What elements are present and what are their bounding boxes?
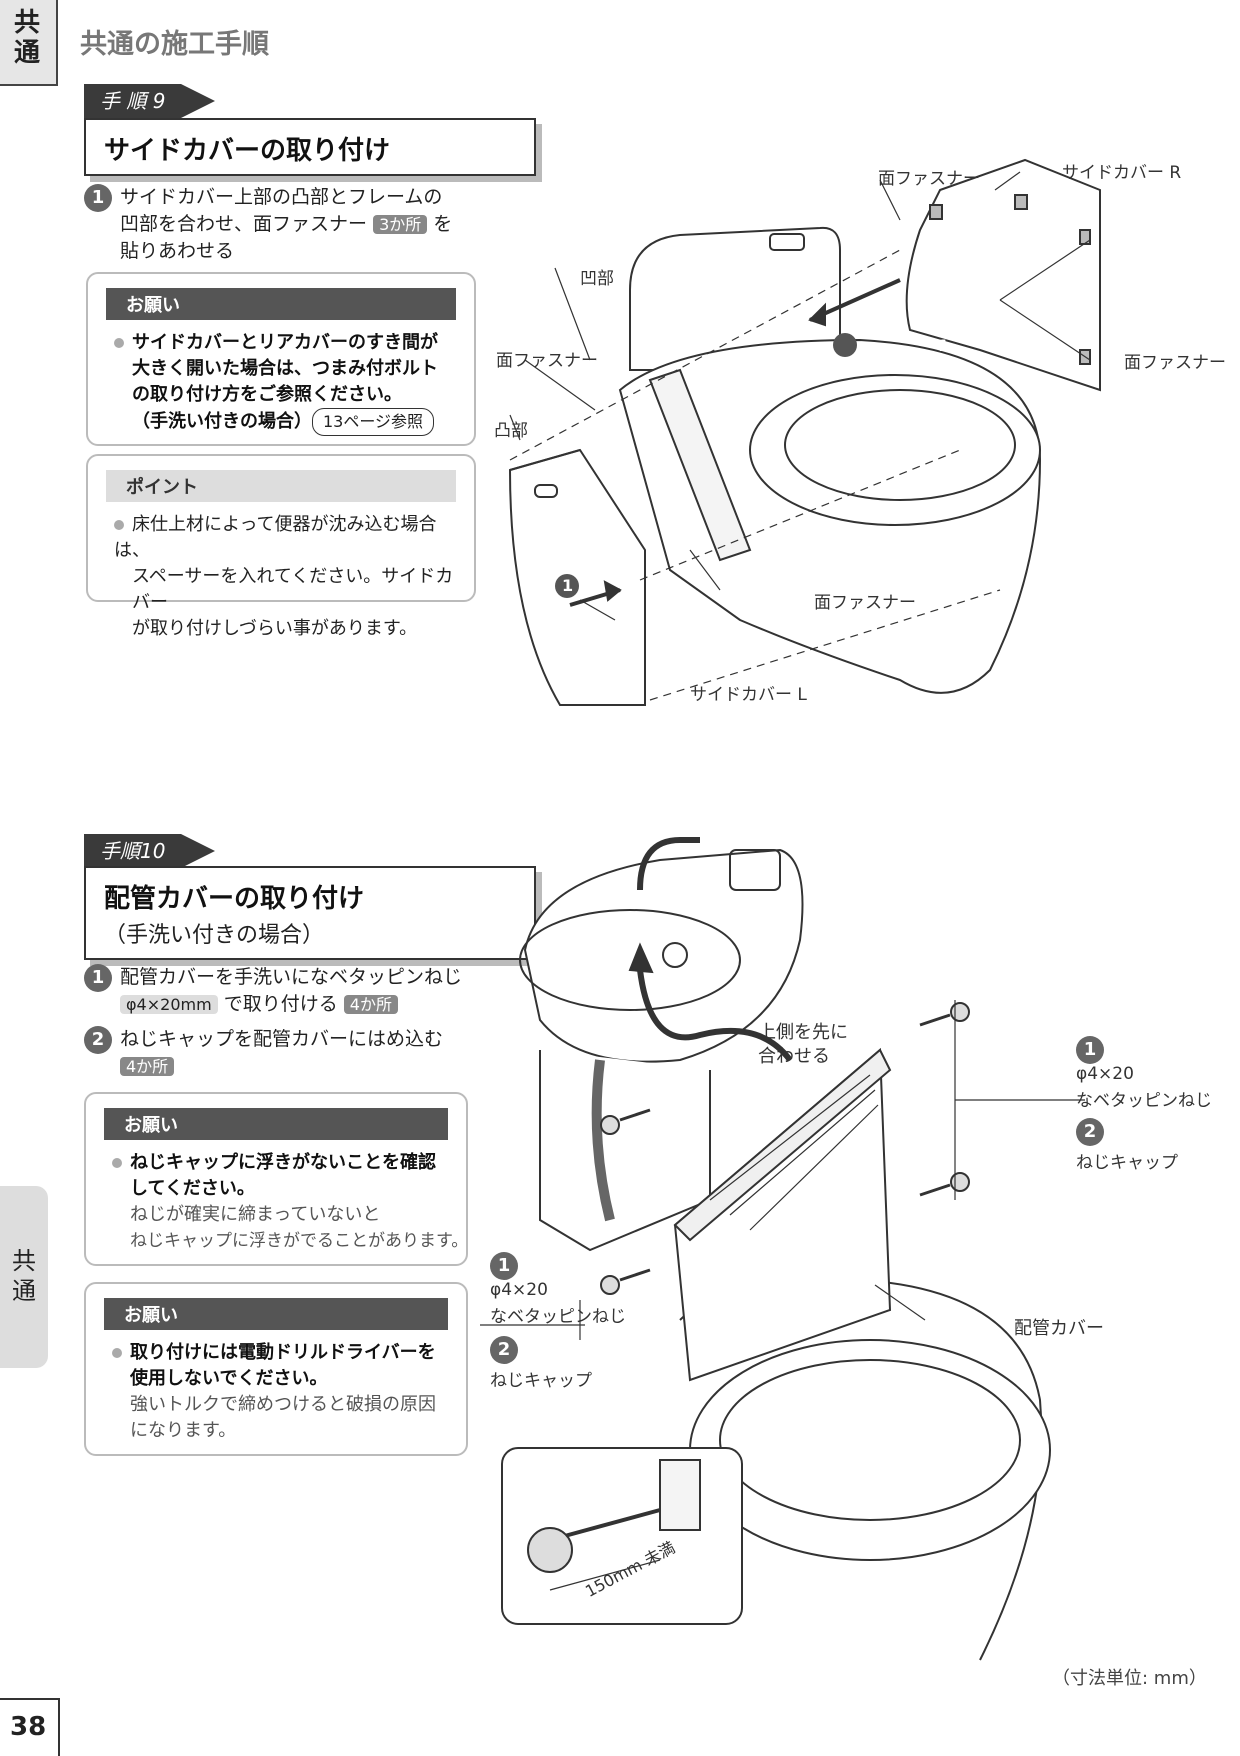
step9-title: サイドカバーの取り付け: [104, 136, 391, 166]
left-screw-size: φ4×20: [490, 1280, 548, 1300]
side-cover-illustration: [508, 158, 1101, 706]
step9-count-badge: 3か所: [373, 215, 428, 234]
side-section-tab: 共通: [0, 1186, 48, 1368]
step10-tag: 手順10: [84, 834, 216, 868]
step9-point-heading: ポイント: [106, 470, 456, 502]
step10-instruction2-num: 2: [84, 1026, 112, 1054]
step9-request-line2: 大きく開いた場合は、つまみ付ボルト: [132, 358, 438, 379]
step10-request1-heading: お願い: [104, 1108, 448, 1140]
step9-instruction: 1 サイドカバー上部の凸部とフレームの 凹部を合わせ、面ファスナー 3か所 を …: [84, 184, 474, 265]
right-screw-name: なベタッピンねじ: [1076, 1091, 1212, 1111]
step10-title: 配管カバーの取り付け: [104, 884, 365, 914]
side-section-tab-label: 共通: [12, 1247, 36, 1305]
step9-request-heading: お願い: [106, 288, 456, 320]
section-title: 共通の施工手順: [80, 29, 269, 60]
label-protrusion: 凸部: [494, 421, 528, 441]
step9-request-box: お願い サイドカバーとリアカバーのすき間が 大きく開いた場合は、つまみ付ボルト …: [86, 272, 476, 446]
step9-point-box: ポイント 床仕上材によって便器が沈み込む場合は、 スペーサーを入れてください。サ…: [86, 454, 476, 639]
step9-request-line4: （手洗い付きの場合）: [132, 411, 312, 432]
step9-instruction-line2: 凹部を合わせ、面ファスナー: [120, 213, 368, 235]
label-recess: 凹部: [580, 269, 614, 289]
right-cap-num: 2: [1076, 1118, 1104, 1146]
left-screw-num: 1: [490, 1252, 518, 1280]
bullet-icon: [114, 338, 124, 348]
left-screw-name: なベタッピンねじ: [490, 1307, 626, 1327]
step10-request2-line1: 取り付けには電動ドリルドライバーを: [130, 1342, 436, 1363]
step9-title-box: サイドカバーの取り付け: [84, 118, 536, 176]
label-side-cover-l: サイドカバー L: [690, 685, 807, 705]
left-cap-callout: 2: [490, 1336, 518, 1364]
step10-request2-line2: 使用しないでください。: [130, 1368, 328, 1389]
step9-point-line3: が取り付けしづらい事があります。: [132, 618, 418, 639]
dimension-unit-note: （寸法単位: mm）: [1052, 1668, 1207, 1689]
step9-request-line1: サイドカバーとリアカバーのすき間が: [132, 332, 438, 353]
left-screw-callout: 1: [490, 1252, 518, 1280]
step10-instruction1-line2: で取り付ける: [223, 993, 338, 1015]
label-side-cover-r: サイドカバー R: [1062, 163, 1182, 183]
bullet-icon: [112, 1158, 122, 1168]
step10-request1-line3: ねじが確実に締まっていないと: [130, 1204, 381, 1225]
left-cap-label: ねじキャップ: [490, 1371, 592, 1391]
step10-request2-line3: 強いトルクで締めつけると破損の原因: [130, 1394, 436, 1415]
step9-instruction-num: 1: [84, 184, 112, 212]
section-tab-label: 共通: [13, 8, 40, 68]
step10-request-box-2: お願い 取り付けには電動ドリルドライバーを 使用しないでください。 強いトルクで…: [84, 1282, 468, 1456]
step10-instruction-1: 1 配管カバーを手洗いになベタッピンねじ φ4×20mm で取り付ける 4か所: [84, 964, 484, 1018]
step10-instruction1-num: 1: [84, 964, 112, 992]
label-pipe-cover: 配管カバー: [1014, 1318, 1104, 1339]
section-tab: 共通: [0, 0, 58, 86]
step10-instruction-2: 2 ねじキャップを配管カバーにはめ込む 4か所: [84, 1026, 484, 1080]
step10-request-box-1: お願い ねじキャップに浮きがないことを確認 してください。 ねじが確実に締まって…: [84, 1092, 468, 1266]
step9-point-line2: スペーサーを入れてください。サイドカバー: [132, 566, 454, 613]
step9-tag-label: 手 順 9: [84, 84, 182, 118]
bullet-icon: [112, 1348, 122, 1358]
label-fastener-right: 面ファスナー: [1124, 353, 1226, 373]
step9-instruction-line1: サイドカバー上部の凸部とフレームの: [120, 186, 443, 208]
page-number: 38: [10, 1712, 47, 1742]
label-align: 合わせる: [758, 1046, 830, 1067]
right-cap-label: ねじキャップ: [1076, 1153, 1178, 1173]
step10-request2-heading: お願い: [104, 1298, 448, 1330]
step10-count-badge-2: 4か所: [120, 1057, 175, 1076]
step9-instruction-line4: 貼りあわせる: [120, 240, 235, 262]
label-upper-side: 上側を先に: [758, 1022, 848, 1043]
page-ref-pill: 13ページ参照: [312, 408, 435, 436]
step10-request1-line1: ねじキャップに浮きがないことを確認: [130, 1152, 436, 1173]
label-fastener-bottom: 面ファスナー: [814, 593, 916, 613]
right-cap-callout: 2: [1076, 1118, 1104, 1146]
right-screw-num: 1: [1076, 1036, 1104, 1064]
marker-1-left: 1: [562, 576, 574, 595]
marker-1-right: 1: [938, 336, 950, 355]
step10-subtitle: （手洗い付きの場合）: [104, 923, 325, 948]
step9-instruction-line3: を: [433, 213, 453, 235]
step9-request-line3: の取り付け方をご参照ください。: [132, 384, 402, 405]
step10-request1-line2: してください。: [130, 1178, 255, 1199]
right-screw-callout: 1: [1076, 1036, 1104, 1064]
step10-instruction1-line1: 配管カバーを手洗いになベタッピンねじ: [120, 966, 463, 988]
bullet-icon: [114, 520, 124, 530]
screw-size-badge: φ4×20mm: [120, 995, 218, 1014]
step10-tag-arrow: [181, 834, 216, 868]
right-screw-size: φ4×20: [1076, 1064, 1134, 1084]
step10-request1-line4: ねじキャップに浮きがでることがあります。: [130, 1231, 469, 1251]
step9-tag-arrow: [181, 84, 216, 118]
left-cap-num: 2: [490, 1336, 518, 1364]
pipe-cover-illustration: [480, 837, 1085, 1661]
step9-tag: 手 順 9: [84, 84, 216, 118]
label-fastener-top: 面ファスナー: [878, 169, 980, 189]
page-number-box: 38: [0, 1698, 60, 1756]
step10-instruction2-line1: ねじキャップを配管カバーにはめ込む: [120, 1028, 444, 1050]
label-fastener-left: 面ファスナー: [496, 351, 598, 371]
step10-tag-label: 手順10: [84, 834, 182, 868]
step9-point-line1: 床仕上材によって便器が沈み込む場合は、: [114, 514, 437, 561]
step10-request2-line4: になります。: [130, 1420, 237, 1441]
step10-count-badge-1: 4か所: [343, 995, 398, 1014]
step10-title-box: 配管カバーの取り付け （手洗い付きの場合）: [84, 866, 536, 960]
